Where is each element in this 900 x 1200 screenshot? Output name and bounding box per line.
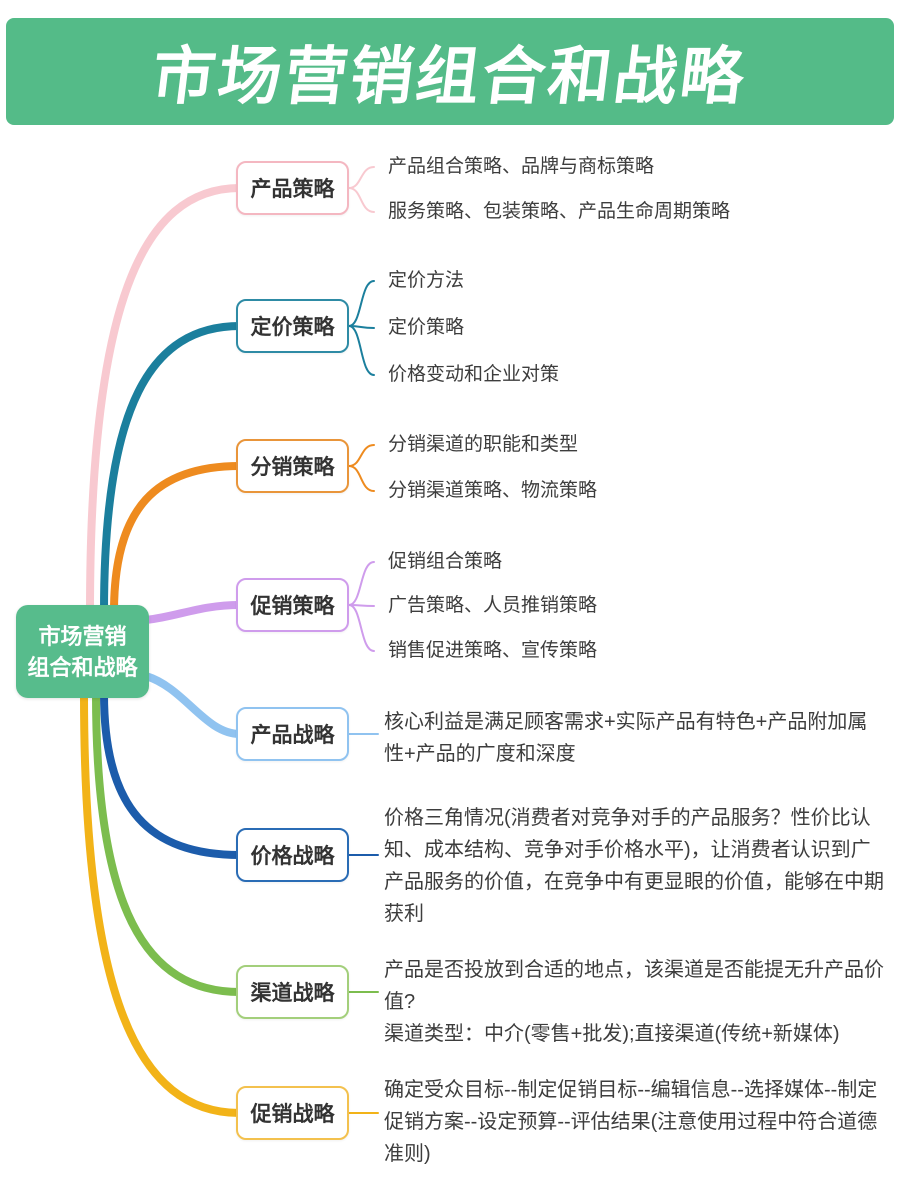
branch-child[interactable]: 产品组合策略、品牌与商标策略: [388, 156, 655, 177]
branch-label: 定价策略: [250, 316, 335, 339]
branch-label: 产品战略: [250, 724, 335, 747]
branch-child[interactable]: 服务策略、包装策略、产品生命周期策略: [388, 201, 731, 222]
branch-label: 促销战略: [250, 1103, 335, 1126]
branch-curve-distribution-tactics: [110, 462, 244, 616]
branch-label: 产品策略: [250, 178, 335, 201]
branch-box-product-strategy[interactable]: 产品战略: [236, 707, 349, 761]
branch-label: 价格战略: [250, 845, 335, 868]
branch-child[interactable]: 分销渠道策略、物流策略: [388, 480, 598, 501]
child-connector: [348, 561, 375, 606]
branch-child[interactable]: 核心利益是满足顾客需求+实际产品有特色+产品附加属性+产品的广度和深度: [384, 711, 868, 765]
root-node[interactable]: 市场营销 组合和战略: [16, 605, 149, 698]
branch-box-product-tactics[interactable]: 产品策略: [236, 161, 349, 215]
branch-child[interactable]: 定价策略: [388, 317, 465, 338]
branch-child[interactable]: 分销渠道的职能和类型: [388, 434, 579, 455]
branch-box-price-strategy[interactable]: 价格战略: [236, 828, 349, 882]
branch-child[interactable]: 广告策略、人员推销策略: [388, 595, 598, 616]
branch-child[interactable]: 价格三角情况(消费者对竞争对手的产品服务？性价比认知、成本结构、竞争对手价格水平…: [384, 807, 884, 925]
branch-curve-product-strategy: [142, 672, 244, 738]
branch-box-distribution-tactics[interactable]: 分销策略: [236, 439, 349, 493]
title-banner: 市场营销组合和战略: [6, 18, 894, 125]
branch-curve-product-tactics: [86, 184, 244, 616]
child-connector: [348, 166, 375, 189]
branch-box-promotion-strategy[interactable]: 促销战略: [236, 1086, 349, 1140]
branch-child[interactable]: 促销组合策略: [388, 551, 503, 572]
branch-curve-price-strategy: [100, 690, 244, 859]
branch-curve-promotion-tactics: [142, 601, 244, 624]
branch-curve-pricing-tactics: [100, 322, 244, 616]
branch-label: 分销策略: [250, 456, 335, 479]
branch-child[interactable]: 销售促进策略、宣传策略: [388, 640, 598, 661]
branch-curve-promotion-strategy: [80, 690, 244, 1117]
branch-label: 促销策略: [250, 595, 335, 618]
branch-child[interactable]: 定价方法: [388, 270, 465, 291]
branch-child[interactable]: 产品是否投放到合适的地点，该渠道是否能提无升产品价值? 渠道类型：中介(零售+批…: [384, 959, 884, 1045]
branch-box-channel-strategy[interactable]: 渠道战略: [236, 965, 349, 1019]
branch-box-promotion-tactics[interactable]: 促销策略: [236, 578, 349, 632]
child-connector: [348, 325, 375, 376]
branch-box-pricing-tactics[interactable]: 定价策略: [236, 299, 349, 353]
branch-child[interactable]: 价格变动和企业对策: [388, 364, 560, 385]
child-connector: [348, 444, 375, 467]
child-connector: [348, 465, 375, 492]
child-connector: [348, 187, 375, 213]
child-connector: [348, 280, 375, 327]
branch-label: 渠道战略: [250, 982, 335, 1005]
branch-curve-channel-strategy: [92, 690, 244, 996]
child-connector: [348, 604, 375, 652]
branch-child[interactable]: 确定受众目标--制定促销目标--编辑信息--选择媒体--制定促销方案--设定预算…: [384, 1079, 878, 1165]
root-node-label: 市场营销 组合和战略: [27, 623, 138, 680]
